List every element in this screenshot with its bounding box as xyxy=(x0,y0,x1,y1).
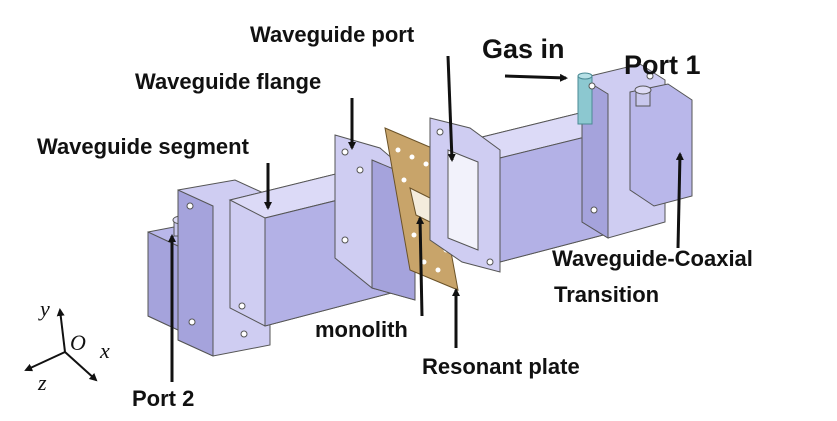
x-axis-label: x xyxy=(100,338,110,363)
waveguide-flange-label: Waveguide flange xyxy=(135,69,322,94)
right-waveguide-segment xyxy=(429,63,693,273)
port2-label: Port 2 xyxy=(132,386,195,411)
waveguide-coaxial-arrow xyxy=(675,152,684,249)
waveguide-coaxial-label-line2: Transition xyxy=(554,282,660,307)
origin-label: O xyxy=(70,330,86,355)
gas-in-arrow xyxy=(504,73,568,82)
port1-label: Port 1 xyxy=(624,50,701,80)
monolith-label: monolith xyxy=(315,317,408,342)
gas-in-label: Gas in xyxy=(482,34,565,64)
waveguide-segment-label: Waveguide segment xyxy=(37,134,249,159)
z-axis-label: z xyxy=(38,370,47,395)
waveguide-coaxial-label-line1: Waveguide-Coaxial xyxy=(552,246,753,271)
monolith-arrow xyxy=(416,216,425,317)
resonant-plate-label: Resonant plate xyxy=(422,354,580,379)
y-axis-label: y xyxy=(40,296,50,321)
waveguide-port-label: Waveguide port xyxy=(250,22,415,47)
waveguide-port-arrow xyxy=(446,55,456,162)
coordinate-axes xyxy=(24,308,98,382)
